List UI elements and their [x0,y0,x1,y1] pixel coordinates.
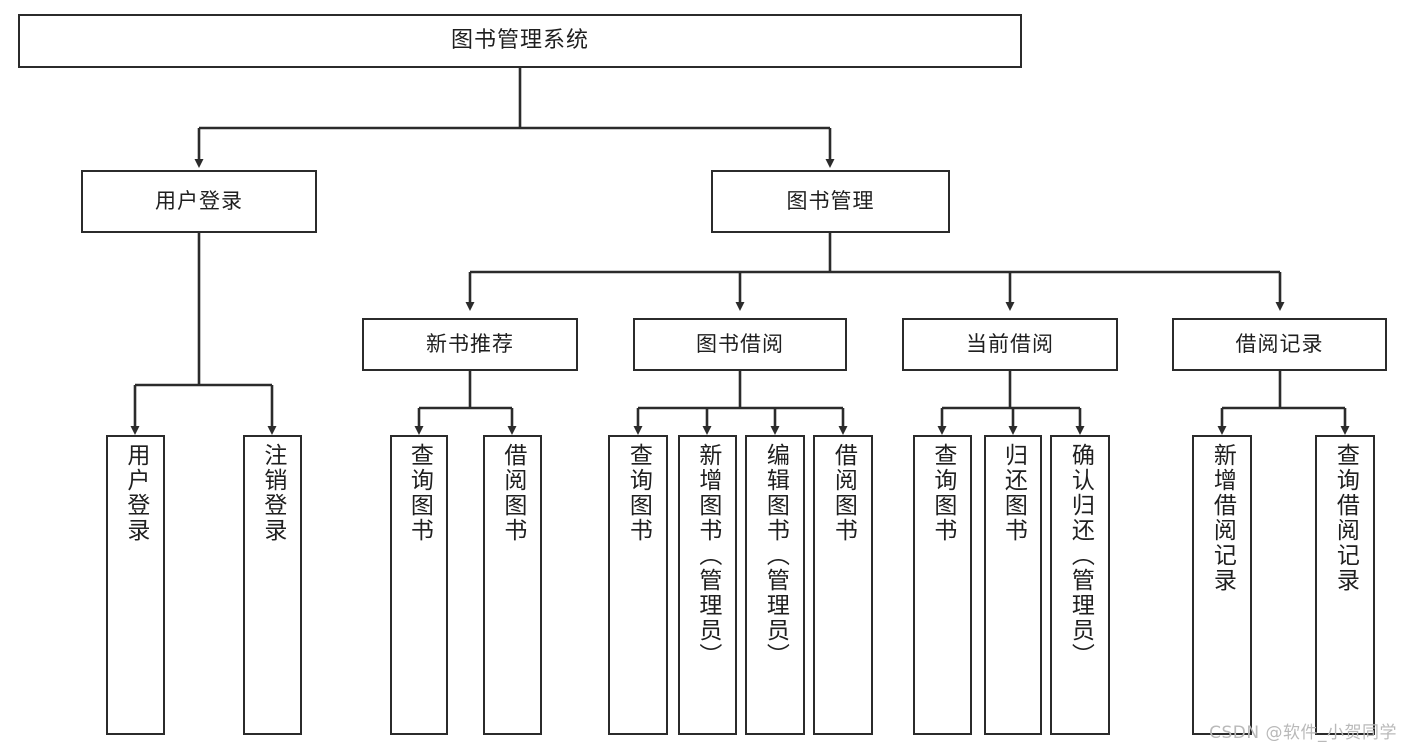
node-user-login[interactable]: 用户登录 [81,170,317,233]
node-borrow-record[interactable]: 借阅记录 [1172,318,1387,371]
leaf-new-book-borrow-books[interactable]: 借阅图书 [483,435,542,735]
node-label: 确认归还（管理员） [1067,443,1094,668]
node-label: 查询图书 [929,443,956,543]
node-label: 当前借阅 [966,331,1054,356]
node-label: 查询图书 [625,443,652,543]
node-current-borrow[interactable]: 当前借阅 [902,318,1118,371]
leaf-current-borrow-query-books[interactable]: 查询图书 [913,435,972,735]
leaf-user-login-logout[interactable]: 注销登录 [243,435,302,735]
node-label: 归还图书 [1000,443,1027,543]
leaf-current-borrow-return-books[interactable]: 归还图书 [984,435,1042,735]
node-label: 查询图书 [406,443,433,543]
leaf-new-book-query-books[interactable]: 查询图书 [390,435,448,735]
node-label: 借阅图书 [830,443,857,543]
leaf-book-borrow-borrow-books[interactable]: 借阅图书 [813,435,873,735]
leaf-current-borrow-confirm-return-admin[interactable]: 确认归还（管理员） [1050,435,1110,735]
node-label: 用户登录 [155,188,243,213]
leaf-book-borrow-add-book-admin[interactable]: 新增图书（管理员） [678,435,737,735]
node-label: 注销登录 [259,443,286,543]
leaf-borrow-record-add-record[interactable]: 新增借阅记录 [1192,435,1252,735]
node-book-management[interactable]: 图书管理 [711,170,950,233]
node-label: 新增借阅记录 [1209,443,1236,593]
node-label: 借阅图书 [499,443,526,543]
node-label: 新增图书（管理员） [694,443,721,668]
node-root-book-management-system[interactable]: 图书管理系统 [18,14,1022,68]
watermark: CSDN @软件_小贺同学 [1209,723,1397,743]
node-label: 图书借阅 [696,331,784,356]
leaf-book-borrow-edit-book-admin[interactable]: 编辑图书（管理员） [745,435,805,735]
node-label: 用户登录 [122,443,149,543]
node-book-borrow[interactable]: 图书借阅 [633,318,847,371]
node-new-book-recommend[interactable]: 新书推荐 [362,318,578,371]
leaf-borrow-record-query-record[interactable]: 查询借阅记录 [1315,435,1375,735]
node-label: 借阅记录 [1235,331,1324,356]
node-label: 新书推荐 [426,331,514,356]
node-label: 编辑图书（管理员） [762,443,789,668]
node-label: 查询借阅记录 [1332,443,1359,593]
node-label: 图书管理 [786,188,875,213]
node-label: 图书管理系统 [450,27,589,53]
leaf-user-login-login[interactable]: 用户登录 [106,435,165,735]
leaf-book-borrow-query-books[interactable]: 查询图书 [608,435,668,735]
